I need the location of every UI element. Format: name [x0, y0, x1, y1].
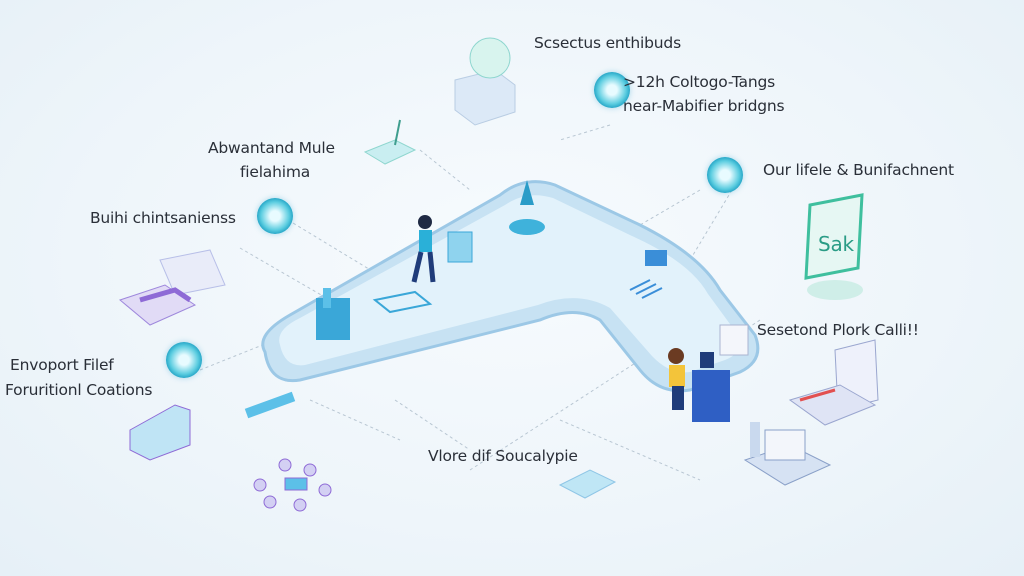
label-left-lower-line2: Foruritionl Coations: [5, 381, 153, 399]
laptop-icon: [788, 339, 879, 426]
machine-icon: [743, 422, 832, 486]
label-left-upper-line1: Abwantand Mule: [208, 139, 335, 157]
server-cube-icon: [454, 37, 516, 126]
label-top-right-line2: near-Mabifier bridgns: [623, 97, 785, 115]
plant-block-icon: [363, 119, 417, 165]
label-bottom-center: Vlore dif Soucalypie: [428, 447, 578, 465]
sign-text: Sak: [818, 232, 854, 256]
label-right-upper: Our lifele & Bunifachnent: [763, 161, 954, 179]
label-right-lower: Sesetond Plork Calli!!: [757, 321, 919, 339]
person-standing-illustration: [411, 215, 436, 283]
label-left-lower-line1: Envoport Filef: [10, 356, 114, 374]
tent-block-icon: [129, 404, 191, 461]
label-top-center: Scsectus enthibuds: [534, 34, 681, 52]
label-top-right-line1: >12h Coltogo-Tangs: [623, 73, 775, 91]
network-ring-icon: [253, 458, 332, 512]
documents-icon: [118, 249, 226, 326]
floating-platform: [261, 180, 760, 393]
monitor-stand-icon: [719, 324, 749, 356]
label-left-middle: Buihi chintsanienss: [90, 209, 236, 227]
bar-block-icon: [244, 391, 296, 419]
badge-icon: [166, 342, 202, 378]
platform-objects: [316, 180, 667, 340]
sign-board-icon: [804, 193, 864, 300]
badge-icon: [594, 72, 630, 108]
tray-icon: [558, 469, 617, 499]
person-at-desk-illustration: [668, 348, 730, 422]
badge-icon: [707, 157, 743, 193]
label-left-upper-line2: fielahima: [240, 163, 311, 181]
badge-icon: [257, 198, 293, 234]
